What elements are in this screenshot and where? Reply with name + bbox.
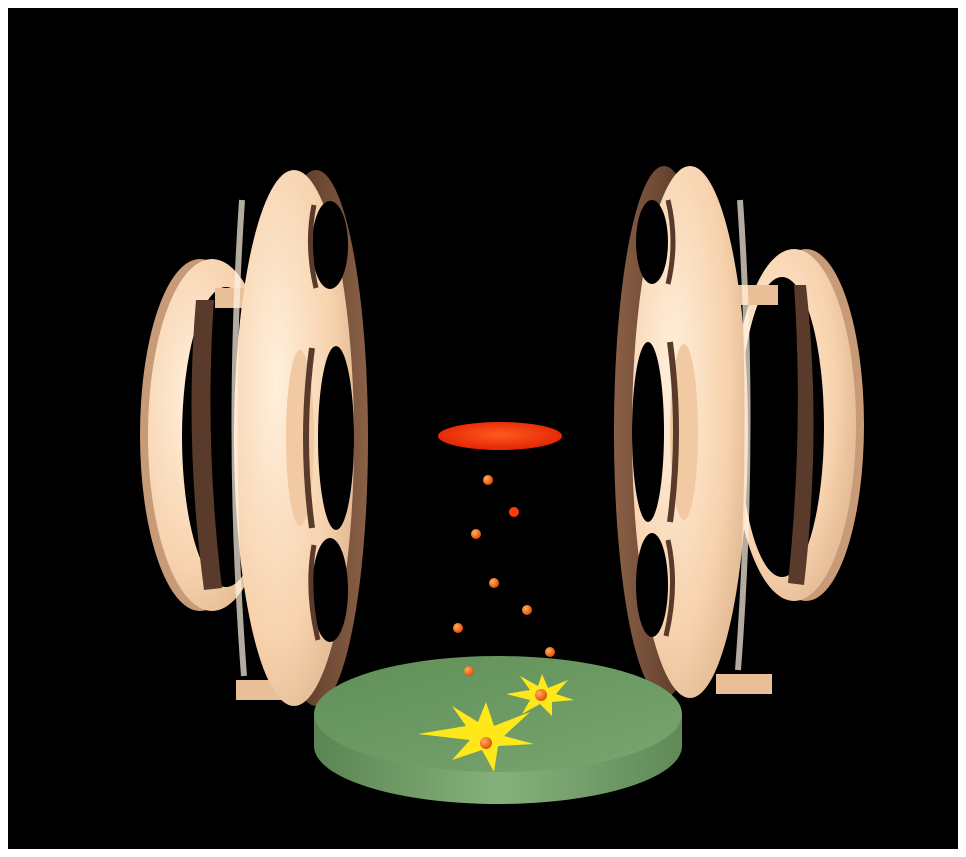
left-ring-assembly bbox=[140, 170, 368, 706]
window-hole bbox=[318, 346, 354, 530]
left-front-ring bbox=[234, 170, 368, 706]
particle bbox=[453, 623, 463, 633]
scene-svg bbox=[8, 8, 958, 849]
window-hole bbox=[312, 201, 348, 289]
particle bbox=[489, 578, 499, 588]
particle bbox=[483, 475, 493, 485]
window-hole bbox=[636, 533, 668, 637]
particle bbox=[471, 529, 481, 539]
particle bbox=[545, 647, 555, 657]
particle bbox=[522, 605, 532, 615]
window-hole bbox=[636, 200, 668, 284]
right-front-ring bbox=[614, 166, 748, 698]
source-disc bbox=[438, 422, 562, 450]
particle bbox=[535, 689, 547, 701]
right-ring-assembly bbox=[614, 166, 864, 698]
window-hole bbox=[632, 342, 664, 522]
particle bbox=[509, 507, 519, 517]
particle bbox=[464, 666, 474, 676]
right-support-bar-bottom bbox=[716, 674, 772, 694]
particle-stream bbox=[453, 475, 555, 676]
scene-canvas bbox=[8, 8, 958, 849]
particle bbox=[480, 737, 492, 749]
